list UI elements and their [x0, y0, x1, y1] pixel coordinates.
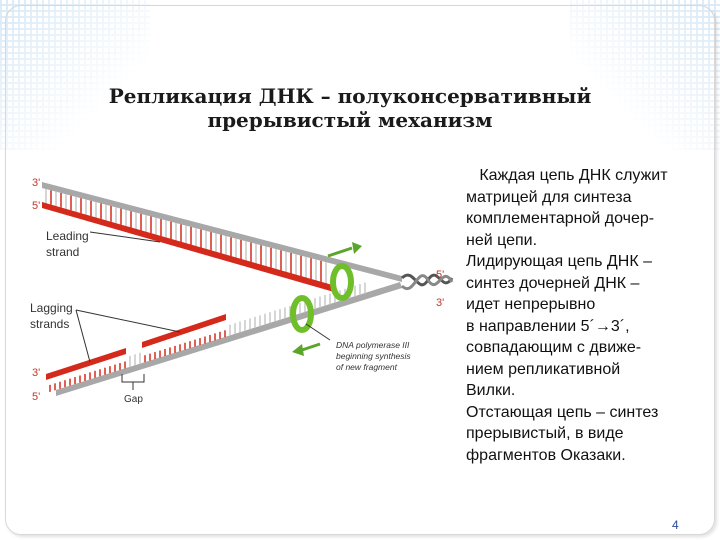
page-number: 4	[672, 518, 679, 532]
label-5prime: 5'	[32, 200, 40, 212]
diagram-svg: 3' 5' Leading strand Lagging strands 3' …	[30, 177, 454, 405]
arrow-icon	[301, 342, 321, 352]
label-5prime: 5'	[32, 391, 40, 403]
arrow-icon	[292, 344, 304, 356]
title-line: прерывистый механизм	[207, 108, 493, 132]
okazaki-fragment	[46, 348, 126, 380]
label-3prime: 3'	[436, 297, 444, 309]
body-line: матрицей для синтеза	[466, 188, 632, 206]
label-leading-strand: strand	[46, 245, 79, 259]
body-line: в направлении 5´→3´,	[466, 317, 630, 335]
label-leading-strand: Leading	[46, 229, 89, 243]
title-line: Репликация ДНК – полуконсервативный	[108, 84, 592, 108]
body-line: Вилки.	[466, 382, 516, 399]
lower-template-strand	[56, 282, 402, 396]
body-line: комплементарной дочер-	[466, 210, 655, 227]
body-line: Отстающая цепь – синтез	[466, 403, 659, 421]
body-line: ней цепи.	[466, 231, 538, 249]
label-5prime: 5'	[436, 269, 444, 281]
polymerase-lagging	[290, 295, 314, 333]
label-gap: Gap	[124, 394, 143, 405]
body-text: Каждая цепь ДНК служит матрицей для синт…	[466, 165, 696, 466]
body-line: синтез дочерней ДНК –	[466, 274, 640, 292]
slide-title: Репликация ДНК – полуконсервативный прер…	[80, 84, 620, 132]
label-3prime: 3'	[32, 177, 40, 189]
polymerase-leading	[330, 263, 354, 301]
label-polymerase: DNA polymerase III	[336, 340, 410, 350]
label-polymerase: of new fragment	[336, 362, 398, 372]
leader-line	[75, 309, 181, 333]
body-line: идет непрерывно	[466, 296, 596, 313]
upper-base-pairs	[45, 189, 327, 284]
corner-grid-decoration	[570, 0, 720, 150]
slide-frame	[5, 5, 715, 535]
lower-base-pairs	[49, 282, 366, 392]
body-line: прерывистый, в виде	[466, 425, 624, 442]
label-lagging-strands: Lagging	[30, 301, 73, 315]
label-lagging-strands: strands	[30, 317, 69, 331]
arrow-icon	[327, 246, 353, 258]
helix-strand	[400, 274, 454, 290]
body-line: нием репликативной	[466, 360, 621, 378]
body-line: фрагментов Оказаки.	[466, 446, 626, 464]
gap-bracket	[121, 374, 145, 383]
leader-line	[89, 231, 161, 243]
label-polymerase: beginning synthesis	[336, 351, 411, 361]
leader-line	[305, 323, 331, 341]
arrow-icon	[352, 242, 362, 254]
leading-strand-red	[42, 202, 336, 292]
label-3prime: 3'	[32, 367, 40, 379]
body-line: Лидирующая цепь ДНК –	[466, 253, 652, 270]
okazaki-fragment	[142, 314, 226, 348]
replication-fork-diagram: 3' 5' Leading strand Lagging strands 3' …	[30, 168, 458, 420]
body-line: Каждая цепь ДНК служит	[466, 167, 668, 184]
leader-line	[75, 309, 91, 363]
body-line: совпадающим с движе-	[466, 339, 642, 356]
corner-grid-decoration	[0, 0, 150, 150]
upper-template-strand	[42, 182, 402, 282]
